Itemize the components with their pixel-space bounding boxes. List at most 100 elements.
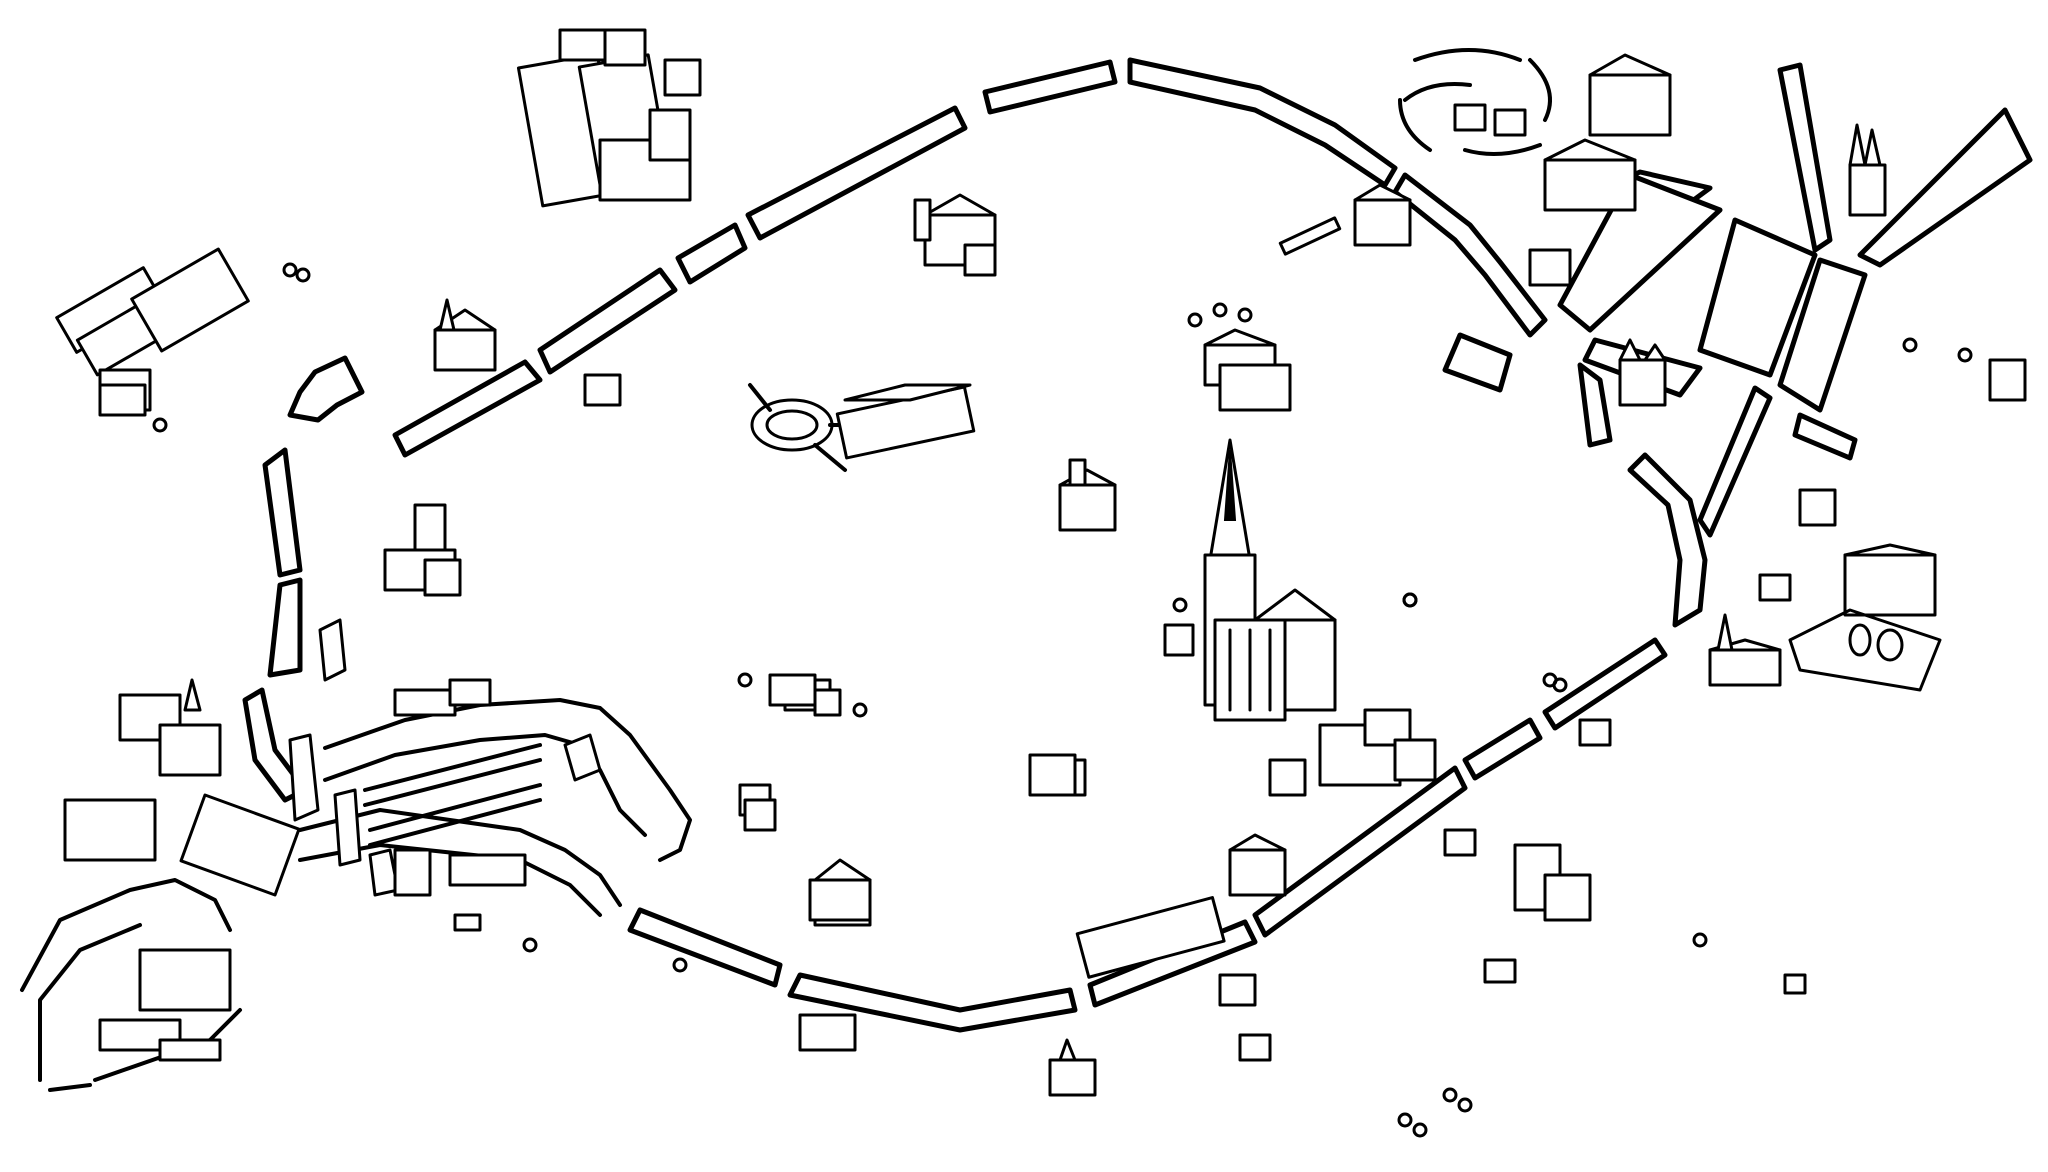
tree [852, 702, 868, 718]
tree [1442, 1087, 1458, 1103]
houses-riverside [393, 848, 527, 932]
ring-road-segment [287, 355, 365, 423]
river-bank [48, 1083, 92, 1092]
tree [737, 672, 753, 688]
canal-bank [368, 798, 542, 847]
street-grid-east [1442, 62, 2033, 538]
building-small [1028, 753, 1077, 797]
building-south [1228, 833, 1287, 897]
ring-road-segment [1462, 717, 1543, 781]
tree [1957, 347, 1973, 363]
tree [1457, 1097, 1473, 1113]
ring-road-segment [787, 972, 1078, 1033]
church-northwest [433, 298, 497, 372]
building-small [1443, 828, 1477, 857]
tower-riverside [288, 733, 400, 897]
tree [672, 957, 688, 973]
tree [152, 417, 168, 433]
ring-road-segment [1127, 57, 1398, 188]
gothic-church-northeast [1848, 123, 1887, 217]
ring-road-segment [392, 359, 543, 458]
tree [1172, 597, 1188, 613]
street-block [1697, 217, 1818, 378]
street-block [1442, 332, 1513, 393]
ring-road-segment [1627, 452, 1708, 628]
street-block [1857, 107, 2033, 268]
river-bank [323, 698, 692, 862]
chapel-center [1058, 458, 1117, 532]
ring-road-segment [982, 59, 1118, 115]
buildings [55, 28, 2027, 1097]
building-small [798, 1013, 857, 1052]
building-small [1238, 1033, 1272, 1062]
ring-road-segment [537, 267, 678, 375]
tree [282, 262, 298, 278]
castle-west [118, 678, 222, 777]
canal-bank [368, 783, 542, 832]
building-complex-southeast [1268, 708, 1437, 797]
ring-road-segment [1392, 172, 1548, 338]
building-small [1218, 973, 1257, 1007]
long-building-south [1075, 896, 1226, 979]
ring-road-segment [267, 577, 303, 678]
street-block [1777, 62, 1833, 253]
tree [295, 267, 311, 283]
building-complex-northeast [1528, 53, 1672, 287]
building-small [768, 673, 817, 707]
cathedral-annex [1163, 623, 1195, 657]
building-small [583, 373, 622, 407]
canal-bank [363, 743, 542, 792]
tree [1902, 337, 1918, 353]
cathedral [1163, 438, 1337, 722]
street-block [1557, 172, 1723, 333]
river-bank [38, 923, 142, 1082]
church-small-center [808, 878, 872, 922]
canal-bank [363, 758, 542, 807]
ring-road-segment [1542, 637, 1668, 731]
tree [1552, 677, 1568, 693]
arena [748, 383, 847, 472]
building-complex-northwest [516, 28, 702, 208]
ring-road-segment [1252, 765, 1468, 938]
building-east [1988, 358, 2027, 402]
building-small [1578, 718, 1612, 747]
long-building-north [835, 383, 976, 460]
street-block [1777, 257, 1868, 413]
palace-north [913, 193, 997, 277]
factory-southeast [1513, 843, 1592, 922]
building-east-small [1798, 488, 1837, 527]
hangars-west [55, 247, 250, 417]
station-southwest [98, 948, 232, 1062]
street-block [1792, 412, 1858, 461]
ring-road-segment [262, 447, 303, 578]
arched-court-north [1398, 48, 1552, 156]
tree [1412, 1122, 1428, 1138]
tram [1278, 216, 1342, 256]
ring-road-segment [745, 105, 968, 241]
boat-dock [393, 678, 602, 782]
street-block [1697, 385, 1773, 538]
ring-road-segment [242, 687, 308, 803]
museum-complex [1203, 328, 1292, 412]
castle-east [1618, 338, 1667, 407]
plaza-east [1788, 543, 1942, 692]
building-small [1783, 973, 1807, 995]
building-north-center [1353, 183, 1412, 247]
river-bank [20, 878, 232, 992]
station-west [63, 793, 301, 897]
tree [1212, 302, 1228, 318]
trees [152, 262, 1973, 1138]
tree [1692, 932, 1708, 948]
tree [1402, 592, 1418, 608]
tree [1187, 312, 1203, 328]
chapel-south [1048, 1038, 1097, 1097]
ring-road-segment [675, 222, 748, 285]
street-block [1577, 362, 1613, 448]
cathedral-roof [1253, 588, 1337, 622]
ruins-west [383, 503, 462, 597]
tower-block [318, 618, 347, 682]
cathedral-spire-detail [1223, 449, 1237, 521]
church-east [1708, 613, 1782, 687]
